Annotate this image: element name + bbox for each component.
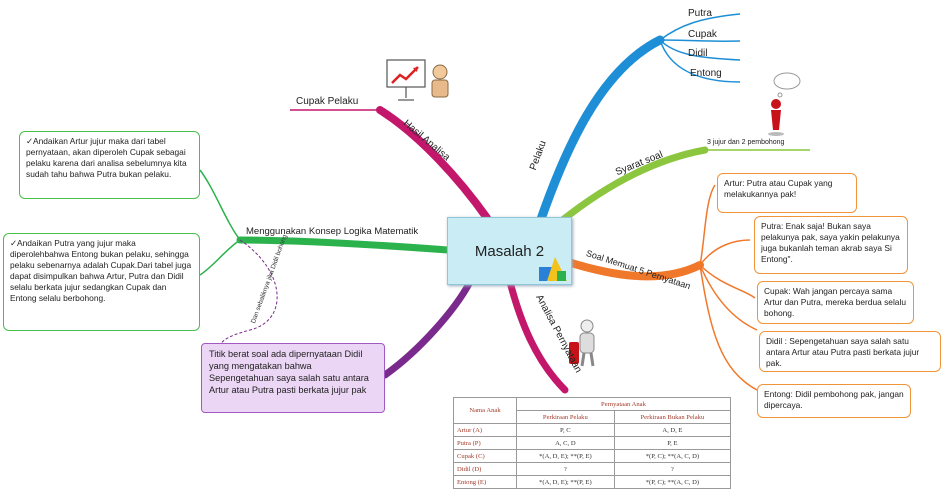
table-row: Artur (A) P, C A, D, E — [453, 423, 732, 437]
leaf-cupak-pelaku[interactable]: Cupak Pelaku — [296, 96, 359, 107]
statement-cupak[interactable]: Cupak: Wah jangan percaya sama Artur dan… — [757, 281, 914, 324]
shapes-icon — [539, 257, 567, 281]
row-code: (P) — [472, 439, 481, 447]
leaf-didil[interactable]: Didil — [688, 48, 708, 59]
table-header-group: Pernyataan Anak — [515, 397, 732, 411]
table-row: Putra (P) A, C, D P, E — [453, 436, 732, 450]
row-name: Cupak — [457, 452, 475, 460]
konsep-box-artur[interactable]: ✓Andaikan Artur jujur maka dari tabel pe… — [19, 131, 200, 199]
leaf-entong[interactable]: Entong — [690, 68, 722, 79]
konsep-connector — [199, 169, 241, 276]
branch-label-konsep[interactable]: Menggunakan Konsep Logika Matematik — [246, 226, 419, 237]
branch-titik — [381, 278, 474, 379]
row-b: A, D, E — [613, 423, 732, 437]
row-name: Artur — [457, 426, 472, 434]
row-name: Didil — [457, 465, 471, 473]
row-name: Entong — [457, 478, 477, 486]
leaf-line-cupak — [659, 39, 741, 43]
branch-syarat — [556, 146, 709, 226]
statement-table: Nama Anak Pernyataan Anak Perkiraan Pela… — [453, 397, 732, 489]
table-header-name: Nama Anak — [453, 397, 517, 424]
row-b: P, E — [613, 436, 732, 450]
statement-artur[interactable]: Artur: Putra atau Cupak yang melakukanny… — [717, 173, 857, 213]
konsep-box-putra[interactable]: ✓Andaikan Putra yang jujur maka diperole… — [3, 233, 200, 331]
central-topic-title: Masalah 2 — [474, 242, 545, 260]
dashed-relation — [219, 239, 278, 356]
row-code: (D) — [472, 465, 482, 473]
row-b: *(P, C); **(A, C, D) — [613, 449, 732, 463]
row-b: ? — [613, 462, 732, 476]
leaf-line-entong — [659, 39, 741, 83]
leaf-line-didil — [659, 39, 741, 61]
branch-analisa — [506, 278, 569, 394]
row-a: P, C — [515, 423, 615, 437]
row-code: (C) — [475, 452, 485, 460]
branch-konsep — [236, 236, 452, 254]
figure-with-magnifier-icon — [569, 319, 595, 367]
branch-soal — [564, 258, 704, 281]
statement-didil[interactable]: Didil : Sepengetahuan saya salah satu an… — [759, 331, 941, 372]
leaf-cupak[interactable]: Cupak — [688, 29, 717, 40]
row-b: *(P, C); **(A, C, D) — [613, 475, 732, 489]
statement-entong[interactable]: Entong: Didil pembohong pak, jangan dipe… — [757, 384, 911, 418]
row-a: *(A, D, E); **(P, E) — [515, 449, 615, 463]
branch-pelaku — [535, 35, 665, 227]
row-code: (A) — [472, 426, 483, 434]
table-row: Entong (E) *(A, D, E); **(P, E) *(P, C);… — [453, 475, 732, 489]
table-row: Cupak (C) *(A, D, E); **(P, E) *(P, C); … — [453, 449, 732, 463]
statement-putra[interactable]: Putra: Enak saja! Bukan saya pelakunya p… — [754, 216, 908, 274]
row-a: A, C, D — [515, 436, 615, 450]
leaf-line-putra — [659, 13, 741, 41]
thinking-figure-icon — [768, 72, 801, 136]
branch-hasil — [376, 106, 491, 222]
row-a: ? — [515, 462, 615, 476]
table-header-a: Perkiraan Pelaku — [515, 410, 615, 424]
row-name: Putra — [457, 439, 471, 447]
row-code: (E) — [477, 478, 487, 486]
table-row: Didil (D) ? ? — [453, 462, 732, 476]
presentation-chart-icon — [386, 59, 449, 101]
syarat-note[interactable]: 3 jujur dan 2 pembohong — [707, 139, 785, 146]
titik-berat-box[interactable]: Titik berat soal ada dipernyataan Didil … — [201, 343, 385, 413]
soal-connector — [699, 184, 758, 391]
table-header-b: Perkiraan Bukan Pelaku — [613, 410, 732, 424]
row-a: *(A, D, E); **(P, E) — [515, 475, 615, 489]
leaf-putra[interactable]: Putra — [688, 8, 712, 19]
